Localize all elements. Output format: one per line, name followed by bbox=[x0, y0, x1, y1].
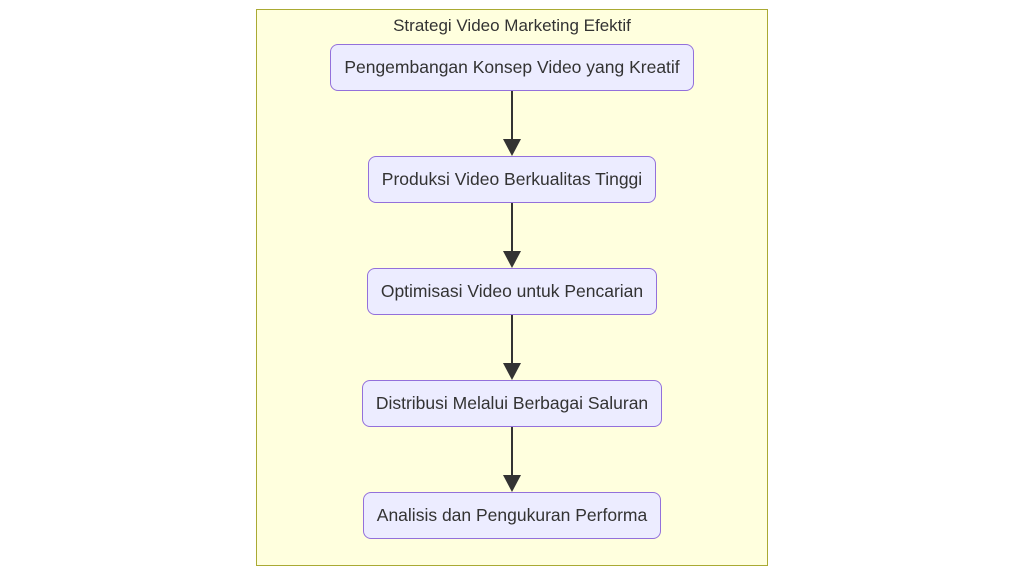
flowchart-subgraph: Strategi Video Marketing Efektif Pengemb… bbox=[256, 9, 768, 566]
arrowhead-icon bbox=[503, 363, 521, 380]
flow-arrow-1-2 bbox=[503, 91, 521, 156]
arrowhead-icon bbox=[503, 475, 521, 492]
flow-arrow-2-3 bbox=[503, 203, 521, 268]
flow-arrow-3-4 bbox=[503, 315, 521, 380]
arrowhead-icon bbox=[503, 251, 521, 268]
arrow-line bbox=[510, 91, 514, 140]
flow-node-step-5: Analisis dan Pengukuran Performa bbox=[362, 492, 662, 539]
flow-node-step-4: Distribusi Melalui Berbagai Saluran bbox=[361, 380, 663, 427]
arrowhead-icon bbox=[503, 139, 521, 156]
arrow-line bbox=[510, 203, 514, 252]
flow-node-step-2: Produksi Video Berkualitas Tinggi bbox=[367, 156, 657, 203]
arrow-line bbox=[510, 315, 514, 364]
flow-node-step-1: Pengembangan Konsep Video yang Kreatif bbox=[330, 44, 694, 91]
arrow-line bbox=[510, 427, 514, 476]
flow-node-step-3: Optimisasi Video untuk Pencarian bbox=[366, 268, 658, 315]
flow-arrow-4-5 bbox=[503, 427, 521, 492]
diagram-title: Strategi Video Marketing Efektif bbox=[393, 16, 631, 35]
